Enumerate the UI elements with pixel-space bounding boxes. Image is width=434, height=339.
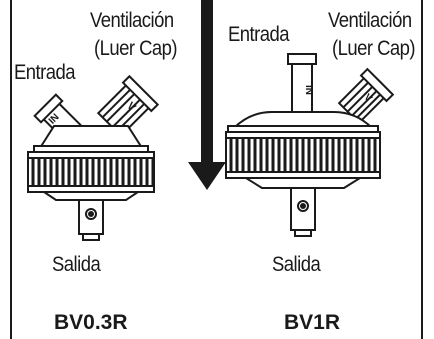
model-code-bv1r: BV1R	[284, 311, 341, 334]
vent-cap-bv03r	[96, 74, 160, 138]
outlet-label-bv1r: Salida	[272, 253, 321, 276]
filter-bv03r	[27, 74, 160, 241]
vent-label-bv03r-line1: Ventilación	[90, 9, 174, 32]
model-code-bv03r: BV0.3R	[54, 311, 128, 334]
inlet-label-bv1r: Entrada	[228, 23, 290, 46]
outlet-label-bv03r: Salida	[52, 253, 101, 276]
flow-direction-arrow	[188, 0, 226, 190]
filter-bv1r	[225, 53, 395, 237]
vent-label-bv03r-line2: (Luer Cap)	[94, 37, 178, 60]
vent-label-bv1r-line2: (Luer Cap)	[332, 37, 416, 60]
inlet-marking-bv1r: IN	[303, 85, 314, 95]
inlet-label-bv03r: Entrada	[14, 61, 76, 84]
vent-label-bv1r-line1: Ventilación	[328, 9, 412, 32]
vent-cap-bv1r	[337, 67, 395, 125]
